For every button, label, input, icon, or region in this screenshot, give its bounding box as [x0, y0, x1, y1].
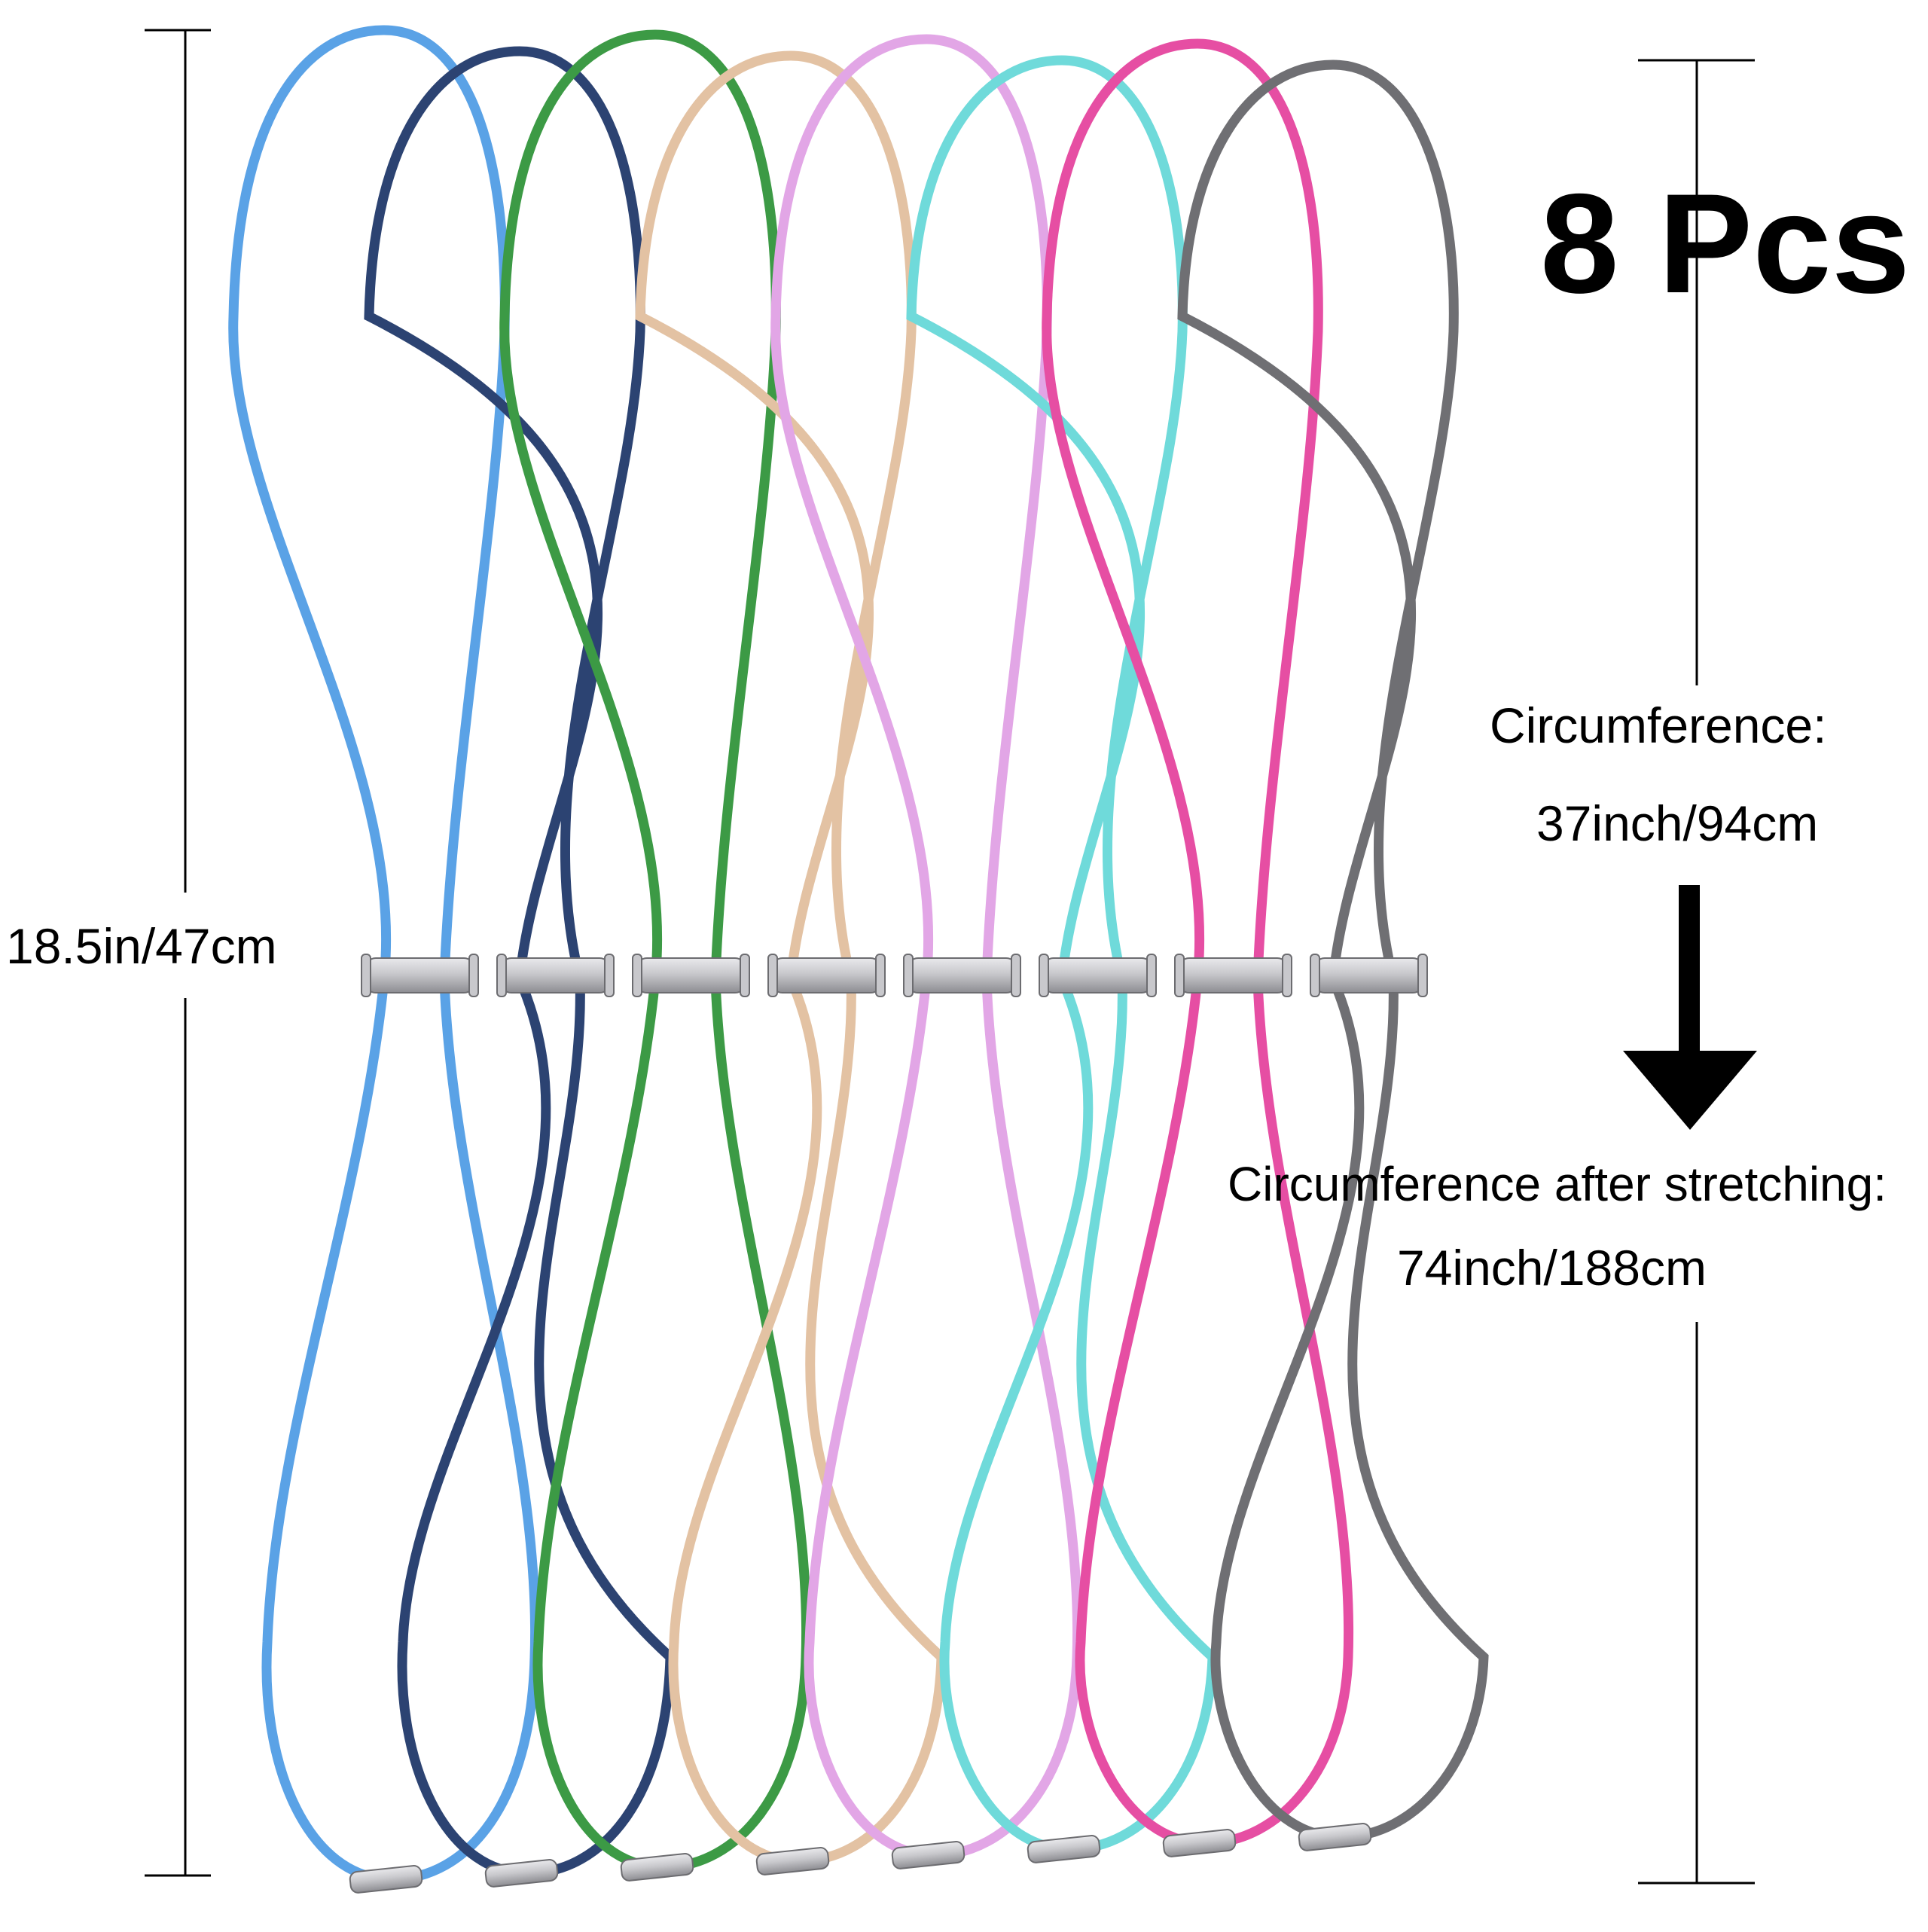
clip-end: [604, 954, 615, 997]
clip-end: [740, 954, 750, 997]
clip-end: [496, 954, 507, 997]
clip-end: [903, 954, 914, 997]
clip-end: [1011, 954, 1021, 997]
headband-cord: [1042, 38, 1354, 1848]
clip-end: [767, 954, 778, 997]
headband-5: [770, 34, 1083, 1869]
headband-cord: [499, 29, 812, 1872]
clip-end: [361, 954, 371, 997]
headband-8: [1177, 60, 1489, 1851]
metal-connector-tube: [891, 1841, 966, 1869]
metal-clip: [1042, 957, 1153, 993]
piece-count: 8 Pcs: [1540, 164, 1911, 322]
headbands-layer: [228, 25, 1489, 1894]
metal-clip: [1313, 957, 1424, 993]
headband-cord: [906, 55, 1218, 1854]
clip-end: [1039, 954, 1049, 997]
headband-7: [1042, 38, 1354, 1857]
metal-clip: [771, 957, 882, 993]
metal-connector-tube: [755, 1847, 830, 1876]
metal-connector-tube: [484, 1859, 559, 1888]
headband-cord: [770, 34, 1083, 1860]
clip-end: [1310, 954, 1320, 997]
height-measurement: 18.5in/47cm: [6, 918, 277, 974]
clip-end: [468, 954, 479, 997]
metal-clip: [365, 957, 475, 993]
metal-connector-tube: [1027, 1835, 1101, 1863]
headband-6: [906, 55, 1218, 1863]
stretched-circumference-label: Circumference after stretching:: [1228, 1157, 1887, 1211]
down-arrow-icon: [1623, 885, 1757, 1130]
stretched-circumference-value: 74inch/188cm: [1397, 1240, 1707, 1296]
metal-clip: [636, 957, 746, 993]
metal-connector-tube: [1298, 1823, 1372, 1851]
headband-cord: [228, 25, 541, 1885]
headband-1: [228, 25, 541, 1894]
clip-end: [632, 954, 642, 997]
clip-end: [1146, 954, 1157, 997]
circumference-value: 37inch/94cm: [1536, 795, 1819, 851]
clip-end: [875, 954, 886, 997]
headband-cord: [364, 46, 676, 1879]
metal-clip: [907, 957, 1017, 993]
metal-connector-tube: [1162, 1829, 1237, 1857]
metal-clip: [1178, 957, 1289, 993]
circumference-label: Circumference:: [1490, 697, 1827, 753]
clip-end: [1417, 954, 1428, 997]
clip-end: [1282, 954, 1292, 997]
headband-cord: [1177, 60, 1489, 1842]
headband-3: [499, 29, 812, 1882]
clip-end: [1174, 954, 1185, 997]
headband-2: [364, 46, 676, 1888]
metal-clip: [500, 957, 611, 993]
dimension-lines: [145, 29, 1755, 1885]
headband-4: [635, 50, 947, 1876]
metal-connector-tube: [620, 1853, 694, 1882]
metal-connector-tube: [349, 1865, 423, 1894]
